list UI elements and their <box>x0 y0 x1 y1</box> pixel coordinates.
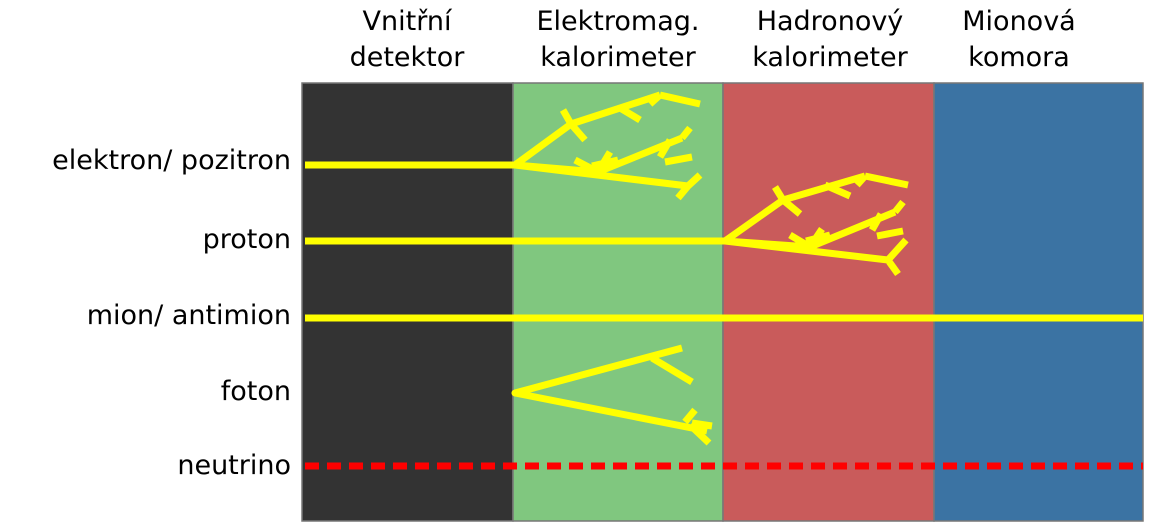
header-inner-detector-line2: detektor <box>349 42 465 73</box>
proton-shower <box>722 172 909 277</box>
electron-track <box>305 91 703 201</box>
layer-em-calorimeter <box>512 82 724 522</box>
header-muon-chamber: Mionová komora <box>934 4 1104 76</box>
layer-muon-chamber <box>933 82 1144 522</box>
header-hadron-calorimeter: Hadronový kalorimeter <box>720 4 940 76</box>
proton-track <box>305 172 909 277</box>
header-hadron-calorimeter-line1: Hadronový <box>756 6 904 37</box>
label-neutrino: neutrino <box>177 450 291 481</box>
label-muon: mion/ antimion <box>86 300 291 331</box>
header-em-calorimeter: Elektromag. kalorimeter <box>512 4 724 76</box>
layer-inner-detector <box>301 82 514 522</box>
header-hadron-calorimeter-line2: kalorimeter <box>752 42 908 73</box>
electron-shower <box>512 91 703 201</box>
header-muon-chamber-line1: Mionová <box>962 6 1076 37</box>
photon-track <box>511 344 713 446</box>
label-electron: elektron/ pozitron <box>52 145 291 176</box>
detector-layers <box>301 82 1144 522</box>
particle-tracks <box>305 91 1143 470</box>
label-proton: proton <box>202 224 291 255</box>
layer-hadron-calorimeter <box>722 82 935 522</box>
header-inner-detector-line1: Vnitřní <box>362 6 452 37</box>
photon-shower <box>511 344 713 446</box>
label-photon: foton <box>220 376 291 407</box>
header-em-calorimeter-line2: kalorimeter <box>540 42 696 73</box>
header-inner-detector: Vnitřní detektor <box>312 4 502 76</box>
header-em-calorimeter-line1: Elektromag. <box>536 6 700 37</box>
header-muon-chamber-line2: komora <box>968 42 1070 73</box>
